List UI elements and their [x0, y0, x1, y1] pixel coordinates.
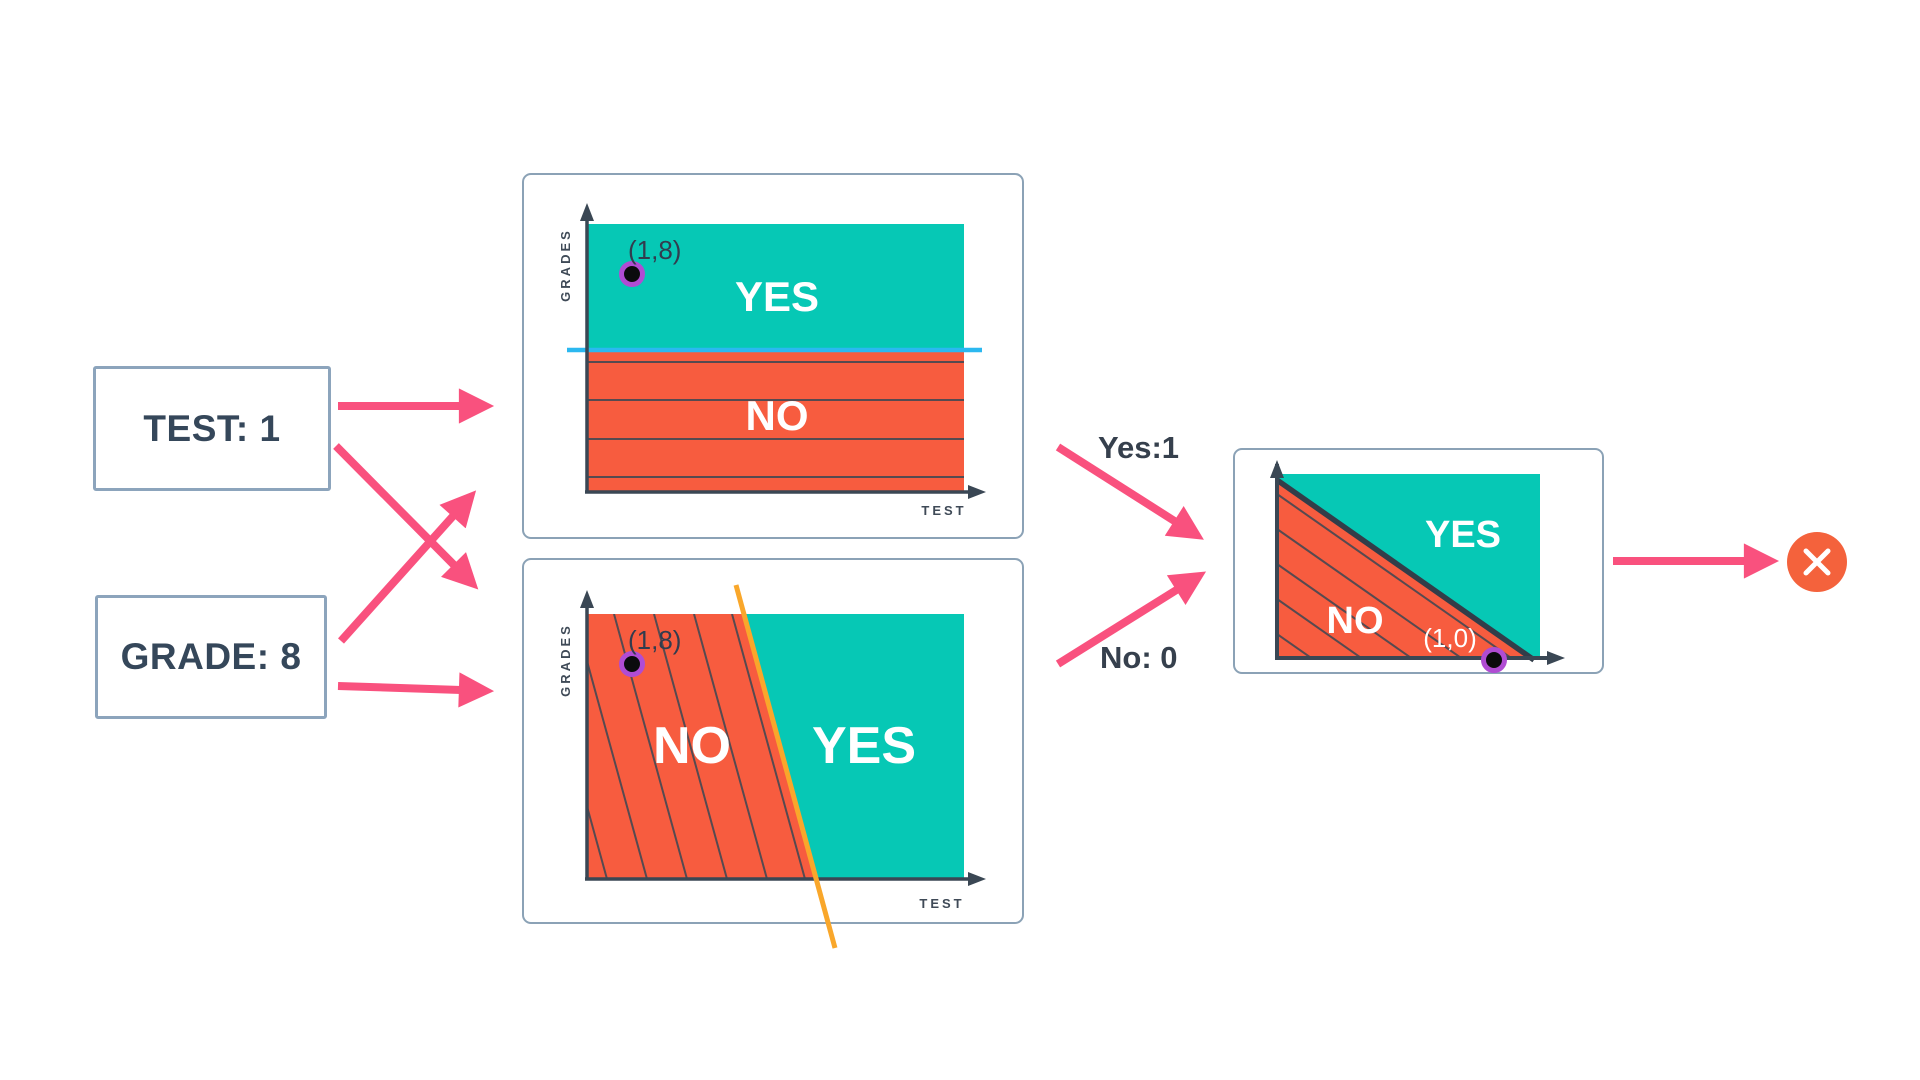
input-test-label: TEST: 1 [143, 407, 281, 449]
data-point [619, 261, 645, 287]
chart-grade-threshold: (1,8) NO YES GRADES TEST [558, 590, 986, 911]
yes-region-label: YES [735, 273, 819, 320]
arrow-test-to-bottom-chart [333, 443, 479, 590]
arrow-grade-to-top-chart [338, 490, 477, 644]
arrow-grade-to-bottom-chart [337, 672, 495, 708]
x-circle-icon [1787, 532, 1847, 592]
no-region-label: NO [1327, 600, 1384, 642]
input-grade-label: GRADE: 8 [120, 636, 302, 677]
chart-test-threshold: (1,8) YES NO GRADES TEST [558, 203, 986, 518]
y-axis-arrow-icon [580, 590, 594, 608]
no-region-hatching [587, 361, 964, 478]
yes-region-label: YES [1425, 514, 1501, 556]
data-point [619, 651, 645, 677]
data-point-label: (1,0) [1423, 623, 1476, 653]
chart-test-threshold-card: (1,8) YES NO GRADES TEST [522, 173, 1024, 539]
edge-no-value: No: 0 [1100, 640, 1178, 675]
yes-region-label: YES [812, 717, 916, 775]
data-point-label: (1,8) [628, 625, 681, 655]
edge-yes-value: Yes:1 [1098, 430, 1180, 465]
diagonal-boundary-line [1275, 477, 1536, 663]
x-axis-arrow-icon [968, 872, 986, 886]
x-axis-label: TEST [919, 896, 964, 911]
no-region-hatching [1277, 493, 1532, 658]
y-axis-label: GRADES [558, 228, 573, 302]
yes-region [587, 224, 964, 350]
y-axis-arrow-icon [580, 203, 594, 221]
x-axis-label: TEST [921, 503, 966, 518]
y-axis-label: GRADES [558, 623, 573, 697]
data-point-label: (1,8) [628, 235, 681, 265]
y-axis-arrow-icon [1270, 460, 1284, 478]
x-axis-arrow-icon [968, 485, 986, 499]
no-region [587, 352, 964, 492]
x-axis-arrow-icon [1547, 651, 1565, 665]
chart-grade-threshold-card: (1,8) NO YES GRADES TEST [522, 558, 1024, 924]
axes [585, 217, 970, 494]
no-region-label: NO [746, 392, 809, 439]
data-point [1481, 647, 1507, 673]
chart-output-card: YES NO (1,0) [1233, 448, 1604, 674]
chart-output: YES NO (1,0) [1270, 460, 1565, 673]
input-test-box: TEST: 1 [93, 366, 331, 491]
input-grade-box: GRADE: 8 [95, 595, 327, 719]
no-region-label: NO [653, 717, 731, 775]
